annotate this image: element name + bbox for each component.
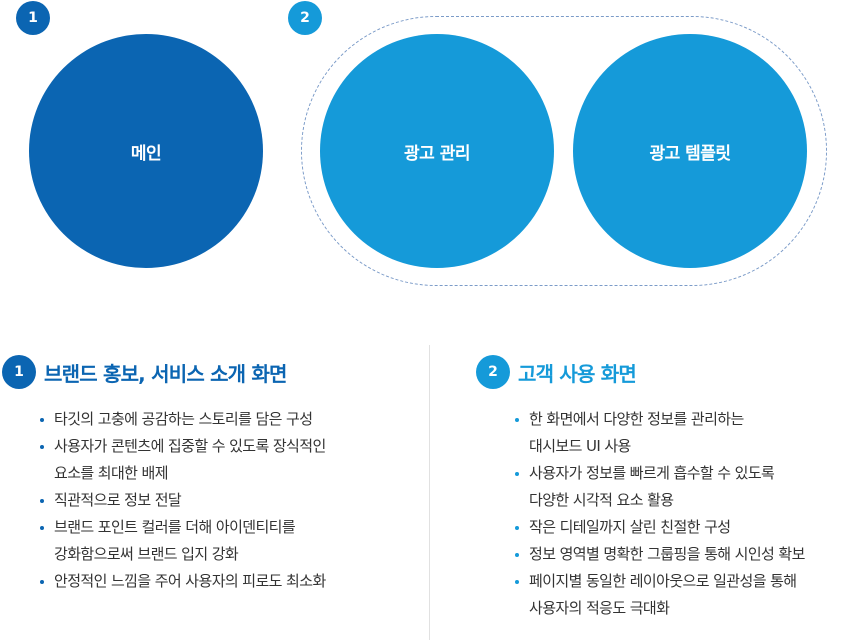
list-item-text: 직관적으로 정보 전달 xyxy=(54,491,182,509)
node-main: 메인 xyxy=(29,34,263,268)
list-item-text: 사용자가 정보를 빠르게 흡수할 수 있도록 xyxy=(529,464,775,482)
section-1-title: 브랜드 홍보, 서비스 소개 화면 xyxy=(44,362,287,386)
list-item-text: 사용자가 콘텐츠에 집중할 수 있도록 장식적인 xyxy=(54,437,326,455)
bullet-dot-icon xyxy=(515,418,519,422)
list-item-text: 타깃의 고충에 공감하는 스토리를 담은 구성 xyxy=(54,410,313,428)
list-item-text: 한 화면에서 다양한 정보를 관리하는 xyxy=(529,410,744,428)
node-ad-template-label: 광고 템플릿 xyxy=(649,143,731,164)
bullet-dot-icon xyxy=(515,553,519,557)
list-item-text: 다양한 시각적 요소 활용 xyxy=(529,491,674,509)
list-item-text: 요소를 최대한 배제 xyxy=(54,464,169,482)
bullet-dot-icon xyxy=(40,580,44,584)
section-divider xyxy=(429,345,430,640)
node-ad-manage: 광고 관리 xyxy=(320,34,554,268)
bullet-dot-icon xyxy=(40,418,44,422)
list-item-text: 페이지별 동일한 레이아웃으로 일관성을 통해 xyxy=(529,572,797,590)
bullet-dot-icon xyxy=(40,445,44,449)
group-outline xyxy=(301,16,827,286)
section-2-title: 고객 사용 화면 xyxy=(518,362,637,386)
list-item: 타깃의 고충에 공감하는 스토리를 담은 구성 xyxy=(40,406,326,433)
list-item: 정보 영역별 명확한 그룹핑을 통해 시인성 확보 xyxy=(515,541,805,568)
list-item: 안정적인 느낌을 주어 사용자의 피로도 최소화 xyxy=(40,568,326,595)
list-item-text: 브랜드 포인트 컬러를 더해 아이덴티티를 xyxy=(54,518,296,536)
bullet-dot-icon xyxy=(40,499,44,503)
list-item-text: 강화함으로써 브랜드 입지 강화 xyxy=(54,545,239,563)
bullet-dot-icon xyxy=(515,472,519,476)
bullet-dot-icon xyxy=(515,580,519,584)
section-2-badge: 2 xyxy=(476,355,510,389)
list-item-text: 정보 영역별 명확한 그룹핑을 통해 시인성 확보 xyxy=(529,545,805,563)
node-main-label: 메인 xyxy=(130,143,162,164)
list-item-text: 작은 디테일까지 살린 친절한 구성 xyxy=(529,518,731,536)
list-item-text: 안정적인 느낌을 주어 사용자의 피로도 최소화 xyxy=(54,572,326,590)
node-ad-manage-label: 광고 관리 xyxy=(404,143,470,164)
node-ad-template: 광고 템플릿 xyxy=(573,34,807,268)
list-item: 직관적으로 정보 전달 xyxy=(40,487,326,514)
section-1-badge: 1 xyxy=(2,355,36,389)
step-badge-2: 2 xyxy=(288,1,322,35)
bullet-dot-icon xyxy=(40,526,44,530)
list-item-text: 대시보드 UI 사용 xyxy=(529,437,631,455)
bullet-dot-icon xyxy=(515,526,519,530)
step-badge-1: 1 xyxy=(16,1,50,35)
list-item: 작은 디테일까지 살린 친절한 구성 xyxy=(515,514,805,541)
list-item-text: 사용자의 적응도 극대화 xyxy=(529,599,670,617)
